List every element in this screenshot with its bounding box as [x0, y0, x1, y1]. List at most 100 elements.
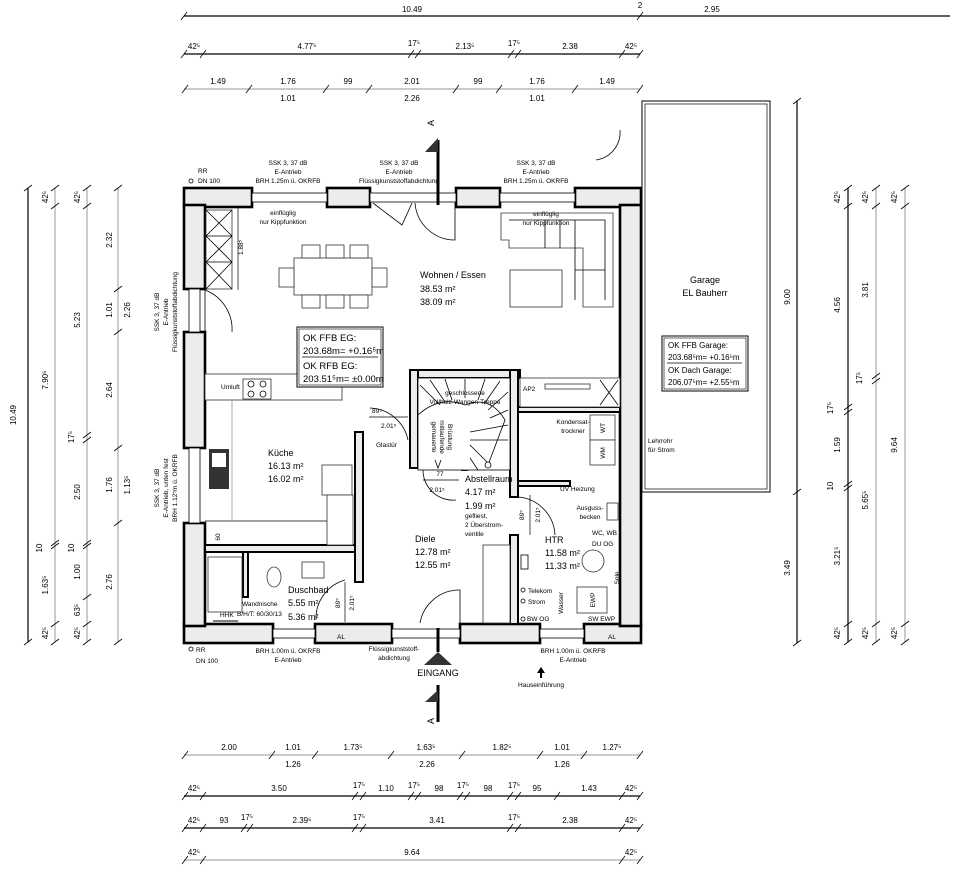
dimension-label: 98: [484, 784, 493, 793]
dimension-tick: [792, 488, 802, 496]
cabinet-height: 1.88⁵: [238, 239, 245, 255]
bottom-window-label: E-Antrieb: [559, 657, 586, 664]
room-area: 11.58 m²: [545, 548, 580, 558]
dimension-label: 2.01: [404, 77, 420, 86]
dimension-tick: [113, 285, 123, 293]
top-right-window-label: E-Antrieb: [522, 169, 549, 176]
dimension-label: 42⁵: [73, 627, 82, 639]
dimension-label: 3.41: [429, 816, 445, 825]
top-door-label: E-Antrieb: [385, 169, 412, 176]
dimension-tick: [199, 49, 207, 59]
stair-rail-label: mitlaufende: [438, 420, 445, 454]
dimension-tick: [246, 823, 254, 833]
dimension-tick: [452, 84, 460, 94]
dimension-tick: [82, 539, 92, 547]
left-window-label: SSK 3, 37 dB: [154, 468, 161, 507]
dimension-tick: [240, 823, 248, 833]
level-value: 206.07⁵m= +2.55⁵m: [668, 378, 740, 387]
dimension-tick: [50, 620, 60, 628]
dimension-label: 17⁵: [457, 781, 469, 790]
downpipe-label: RR: [198, 168, 208, 175]
dimension-tick: [463, 791, 471, 801]
dimension-label: 17⁵: [508, 39, 520, 48]
dimension-label: 1.26: [285, 760, 301, 769]
dimension-tick: [536, 750, 544, 760]
dimension-label: 10.49: [402, 5, 423, 14]
level-value: 203.68⁵m= +0.16⁵m: [668, 353, 740, 362]
dimension-label: 42⁵: [833, 627, 842, 639]
coffee-table: [509, 269, 563, 308]
dimension-tick: [113, 328, 123, 336]
dimension-tick: [843, 403, 853, 411]
dimension-tick: [181, 791, 189, 801]
dimension-label: 2.38: [562, 816, 578, 825]
dimension-tick: [900, 638, 910, 646]
dimension-tick: [181, 750, 189, 760]
dimension-tick: [365, 84, 373, 94]
arrow-up-icon: [537, 667, 545, 678]
dimension-label: 1.59: [833, 437, 842, 453]
dimension-tick: [514, 823, 522, 833]
wash-basin: [301, 561, 325, 579]
door-width: 89⁵: [372, 408, 382, 415]
door-top-terrace: [369, 192, 457, 203]
dimension-tick: [636, 49, 644, 59]
dimension-tick: [113, 519, 123, 527]
dimension-tick: [843, 480, 853, 488]
sofa: [500, 212, 614, 308]
dimension-tick: [636, 823, 644, 833]
dimension-label: 2.64: [105, 382, 114, 398]
dimension-tick: [351, 823, 359, 833]
dimension-label: 1.63⁵: [41, 576, 50, 595]
dimension-label: 42⁵: [188, 42, 200, 51]
level-box-eg: OK FFB EG: 203.68m= +0.16⁵m OK RFB EG: 2…: [296, 326, 384, 388]
doors: [204, 202, 556, 624]
bottom-window-label: E-Antrieb: [274, 657, 301, 664]
room-area: 11.33 m²: [545, 561, 580, 571]
dimension-label: 1.01: [280, 94, 296, 103]
dimension-label: 2.00: [221, 743, 237, 752]
dryer-box: WT: [600, 423, 607, 433]
window-top-right: [499, 192, 576, 203]
dimension-label: 42⁵: [861, 191, 870, 203]
dimension-tick: [553, 791, 561, 801]
door-width: 89⁵: [335, 598, 342, 608]
dimension-label: 1.43: [581, 784, 597, 793]
dimension-tick: [792, 639, 802, 647]
dimension-label: 42⁵: [41, 191, 50, 203]
level-box-garage: OK FFB Garage: 203.68⁵m= +0.16⁵m OK Dach…: [661, 335, 749, 392]
dimension-tick: [900, 184, 910, 192]
cooktop-burners: [247, 380, 267, 398]
dimension-tick: [50, 184, 60, 192]
room-labels: Wohnen / Essen 38.53 m² 38.09 m² Küche 1…: [268, 270, 728, 622]
dimension-tick: [82, 202, 92, 210]
left-door-label: SSK 3, 37 dB: [154, 292, 161, 331]
dimension-tick: [871, 202, 881, 210]
level-value: 203.51⁵m= ±0.00m: [303, 374, 384, 385]
dimension-label: 1.00: [73, 564, 82, 580]
dimension-tick: [181, 84, 189, 94]
dimension-tick: [199, 855, 207, 865]
bottom-window-label: BRH 1.00m ü. OKRFB: [255, 648, 320, 655]
bottom-window-label: BRH 1.00m ü. OKRFB: [540, 648, 605, 655]
dimension-label: 1.49: [599, 77, 615, 86]
window-left-upper: [188, 288, 201, 333]
dimension-label: 63⁵: [73, 604, 82, 616]
entrance-door-label: abdichtung: [378, 655, 410, 662]
dimension-tick: [311, 750, 319, 760]
dining-table: [293, 257, 373, 296]
dimension-tick: [50, 539, 60, 547]
connection-label: DU OG: [592, 541, 613, 548]
dimension-tick: [843, 638, 853, 646]
sash-note: nur Kippfunktion: [260, 219, 307, 226]
dimension-label: 17⁵: [408, 781, 420, 790]
heat-pump-box: EWP: [590, 593, 597, 608]
wardrobe: [482, 544, 511, 624]
room-area: 16.02 m²: [268, 474, 304, 484]
dimension-tick: [636, 750, 644, 760]
windows: [188, 192, 585, 639]
room-area: 1.99 m²: [465, 501, 496, 511]
dimension-label: 1.49: [210, 77, 226, 86]
dimension-label: 10.49: [9, 404, 18, 425]
dimension-tick: [414, 49, 422, 59]
